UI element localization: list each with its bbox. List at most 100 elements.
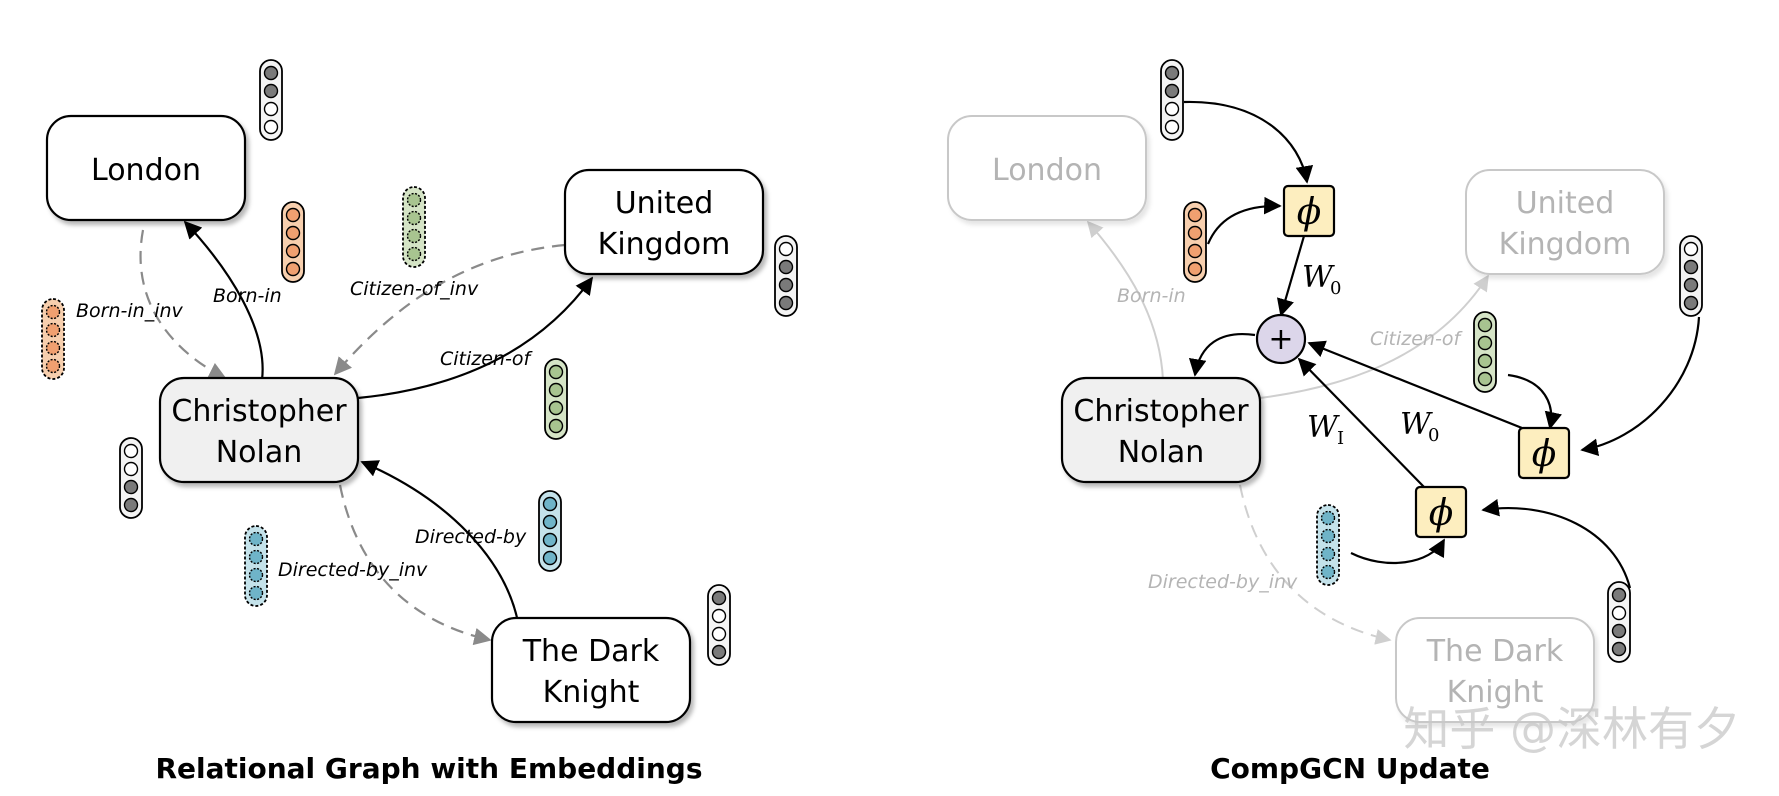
- embedding-unit: [406, 246, 422, 262]
- embedding-capsule: [1316, 504, 1340, 586]
- embedding-unit: [1164, 119, 1180, 135]
- embedding-capsule: [402, 186, 426, 268]
- embedding-capsule: [259, 59, 283, 141]
- weight-w0-right: W 0: [1400, 407, 1439, 446]
- embedding-capsule: [119, 437, 143, 519]
- phi-box-citizen-of: ϕ: [1517, 426, 1571, 480]
- faded-edge-born-in: [1086, 220, 1164, 381]
- arrow-phi1-to-plus: [1276, 235, 1306, 317]
- embedding-unit: [1187, 207, 1203, 223]
- w0-top-sub: 0: [1330, 278, 1341, 299]
- embedding-unit: [406, 192, 422, 208]
- embedding-directed-by-update: [1316, 504, 1340, 586]
- node-nolan-label-1: Christopher: [171, 394, 347, 429]
- phi-symbol-3: ϕ: [1429, 493, 1454, 534]
- arrow-uk-to-phi: [1580, 316, 1701, 456]
- w0-right-letter: W: [1400, 407, 1433, 442]
- embedding-unit: [123, 497, 139, 513]
- embedding-unit: [123, 479, 139, 495]
- embedding-unit: [1611, 623, 1627, 639]
- faded-label-citizen-of: Citizen-of: [1370, 328, 1463, 350]
- embedding-born-in: [281, 201, 305, 283]
- embedding-capsule: [244, 525, 268, 607]
- edge-directed-by: [360, 460, 520, 623]
- node-christopher-nolan-update: Christopher Nolan: [1060, 376, 1262, 484]
- w0-right-sub: 0: [1428, 425, 1439, 446]
- embedding-unit: [542, 550, 558, 566]
- update-nolan-label-2: Nolan: [1118, 435, 1205, 470]
- faded-node-uk-label-2: Kingdom: [1499, 227, 1632, 262]
- node-uk-label-2: Kingdom: [598, 227, 731, 262]
- embedding-unit: [406, 228, 422, 244]
- embedding-capsule: [774, 235, 798, 317]
- arrow-phi3-to-plus: [1297, 357, 1426, 489]
- embedding-united-kingdom-update: [1679, 235, 1703, 317]
- label-directed-by-inv: Directed-by_inv: [278, 559, 428, 581]
- edge-citizen-of: [357, 276, 594, 400]
- embedding-capsule: [41, 298, 65, 380]
- embedding-unit: [1477, 317, 1493, 333]
- embedding-unit: [1164, 65, 1180, 81]
- embedding-unit: [778, 259, 794, 275]
- embedding-unit: [1164, 83, 1180, 99]
- embedding-unit: [1683, 295, 1699, 311]
- embedding-capsule: [544, 358, 568, 440]
- label-directed-by: Directed-by: [415, 526, 527, 548]
- left-panel: London United Kingdom Christopher Nolan …: [41, 59, 798, 785]
- phi-symbol-2: ϕ: [1532, 434, 1557, 475]
- embedding-capsule: [1607, 581, 1631, 663]
- embedding-citizen-of-inv: [402, 186, 426, 268]
- arrow-dark-to-phi: [1481, 498, 1632, 589]
- embedding-unit: [123, 443, 139, 459]
- embedding-directed-by-inv: [244, 525, 268, 607]
- embedding-unit: [45, 358, 61, 374]
- embedding-christopher-nolan: [119, 437, 143, 519]
- edge-born-in: [183, 220, 264, 381]
- embedding-unit: [542, 532, 558, 548]
- node-christopher-nolan: Christopher Nolan: [158, 376, 360, 484]
- embedding-citizen-of-update: [1473, 311, 1497, 393]
- embedding-unit: [1611, 641, 1627, 657]
- embedding-unit: [248, 531, 264, 547]
- weight-w0-top: W 0: [1302, 260, 1341, 299]
- embedding-unit: [45, 304, 61, 320]
- embedding-directed-by: [538, 490, 562, 572]
- embedding-unit: [285, 261, 301, 277]
- embedding-unit: [263, 101, 279, 117]
- node-united-kingdom: United Kingdom: [563, 168, 765, 276]
- embedding-unit: [1164, 101, 1180, 117]
- embedding-capsule: [1160, 59, 1184, 141]
- faded-node-dark-label-2: Knight: [1447, 675, 1544, 710]
- embedding-unit: [1477, 353, 1493, 369]
- embedding-the-dark-knight: [707, 584, 731, 666]
- faded-node-london-label: London: [992, 153, 1102, 188]
- embedding-unit: [711, 644, 727, 660]
- faded-edge-citizen-of: [1259, 274, 1489, 399]
- embedding-capsule: [1473, 311, 1497, 393]
- embedding-unit: [1320, 528, 1336, 544]
- embedding-unit: [123, 461, 139, 477]
- embedding-citizen-of: [544, 358, 568, 440]
- faded-node-dark-label-1: The Dark: [1426, 634, 1564, 669]
- embedding-unit: [263, 119, 279, 135]
- embedding-unit: [1187, 261, 1203, 277]
- embedding-unit: [263, 65, 279, 81]
- w0-top-letter: W: [1302, 260, 1335, 295]
- embedding-unit: [1683, 277, 1699, 293]
- faded-node-the-dark-knight: The Dark Knight: [1395, 617, 1595, 723]
- edge-born-in-inv: [139, 229, 227, 379]
- watermark: 知乎 @深林有夕: [1403, 702, 1740, 756]
- embedding-unit: [1477, 371, 1493, 387]
- embedding-unit: [1320, 510, 1336, 526]
- edge-citizen-of-inv: [333, 243, 566, 376]
- embedding-unit: [711, 590, 727, 606]
- embedding-unit: [1320, 546, 1336, 562]
- embedding-born-in-inv: [41, 298, 65, 380]
- faded-node-united-kingdom: United Kingdom: [1465, 169, 1665, 275]
- embedding-unit: [711, 608, 727, 624]
- embedding-unit: [1611, 587, 1627, 603]
- embedding-london: [259, 59, 283, 141]
- embedding-capsule: [1679, 235, 1703, 317]
- faded-label-born-in: Born-in: [1117, 285, 1186, 307]
